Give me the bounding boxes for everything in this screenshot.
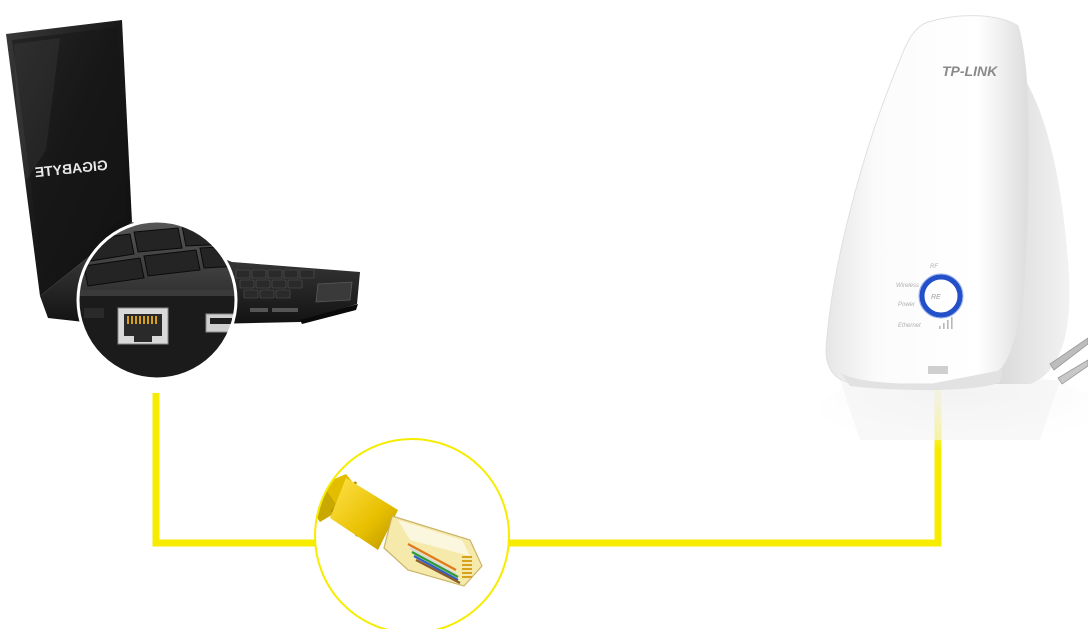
ethernet-port-icon: [118, 308, 168, 344]
laptop-touchpad: [316, 282, 352, 302]
led-label-power: Power: [898, 302, 916, 308]
led-label-rf: RF: [930, 264, 938, 270]
led-label-ethernet: Ethernet: [898, 323, 921, 329]
led-label-wireless: Wireless: [896, 283, 919, 289]
range-extender-icon: TP-LINK RF Wireless Power Ethernet RE: [820, 16, 1088, 450]
extender-ethernet-port: [928, 366, 948, 374]
led-ring-button[interactable]: RE: [919, 274, 963, 318]
svg-text:RE: RE: [931, 294, 941, 301]
ethernet-cable: [156, 372, 938, 543]
extender-brand-label: TP-LINK: [942, 63, 998, 79]
laptop-side-port: [250, 308, 268, 312]
rj45-zoom-inset: [300, 439, 509, 629]
extender-body: [826, 16, 1029, 384]
